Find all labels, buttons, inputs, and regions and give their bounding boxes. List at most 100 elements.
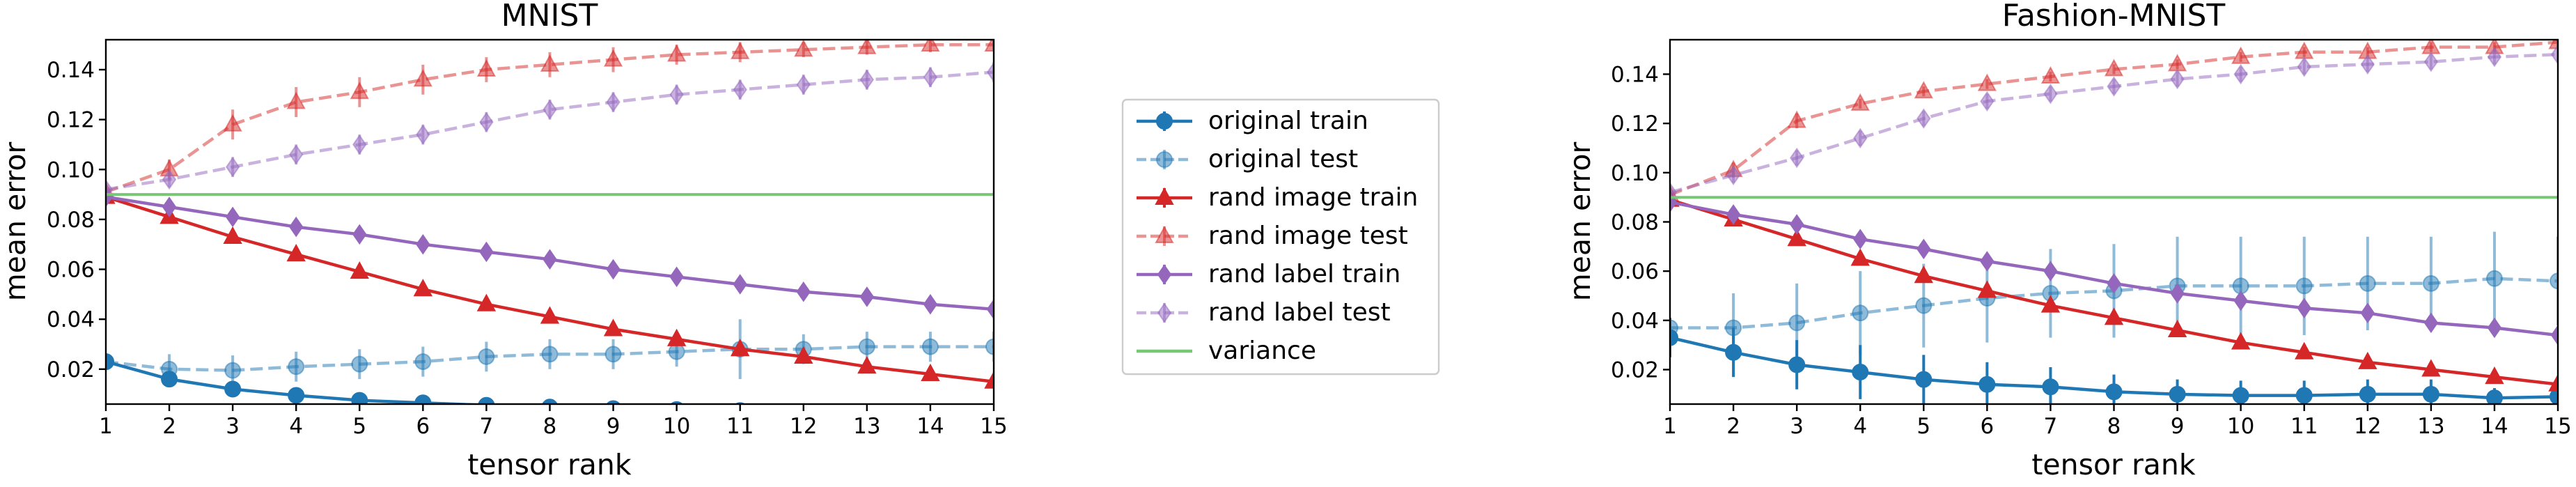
data-point-diamond [479, 241, 494, 263]
data-point-diamond [986, 61, 994, 83]
panel-title: MNIST [501, 0, 598, 33]
data-point-diamond [1157, 264, 1172, 285]
data-point-triangle [2231, 332, 2251, 350]
data-point-triangle [476, 59, 497, 77]
series-line [106, 360, 498, 404]
x-tick-label: 11 [726, 414, 754, 439]
x-tick-label: 3 [1790, 414, 1804, 439]
data-point-circle [1852, 364, 1869, 381]
data-point-circle [1725, 319, 1742, 337]
data-point-diamond [1980, 251, 1995, 272]
data-point-diamond [733, 79, 747, 100]
data-point-circle [351, 392, 368, 404]
data-point-triangle [921, 363, 940, 382]
data-point-circle [2042, 378, 2059, 396]
data-point-diamond [2107, 273, 2121, 294]
data-point-triangle [603, 318, 623, 337]
data-point-circle [2422, 385, 2440, 403]
data-point-diamond [1726, 204, 1741, 225]
data-point-diamond [1726, 164, 1741, 186]
data-point-diamond [542, 99, 557, 121]
data-point-circle [2359, 275, 2376, 292]
data-point-circle [478, 348, 495, 365]
x-tick-label: 8 [2107, 414, 2121, 439]
data-point-triangle [731, 41, 750, 59]
data-point-triangle [223, 226, 242, 244]
data-point-triangle [857, 356, 877, 374]
data-point-triangle [794, 346, 813, 364]
data-point-diamond [352, 134, 367, 155]
data-point-diamond [669, 266, 684, 288]
data-point-circle [1670, 319, 1678, 337]
y-tick-label: 0.14 [1611, 62, 1659, 87]
x-tick-label: 2 [1726, 414, 1740, 439]
plot-area [1670, 40, 2558, 404]
data-point-circle [604, 346, 622, 363]
data-point-diamond [2360, 302, 2375, 324]
data-point-triangle [2485, 366, 2504, 385]
data-point-diamond [859, 286, 875, 307]
data-point-triangle [540, 306, 560, 324]
x-tick-label: 7 [480, 414, 494, 439]
data-point-triangle [2548, 40, 2558, 49]
data-point-triangle [476, 293, 497, 311]
data-point-diamond [2360, 54, 2375, 75]
data-point-diamond [225, 156, 240, 178]
series-original-test [106, 319, 994, 386]
data-point-triangle [1787, 229, 1806, 247]
data-point-diamond [859, 69, 875, 91]
data-point-circle [414, 394, 432, 404]
data-point-circle [2232, 387, 2249, 404]
data-point-circle [985, 338, 994, 355]
data-point-diamond [1917, 238, 1931, 260]
series-line [1670, 40, 2558, 196]
data-point-triangle [2040, 295, 2061, 313]
data-point-diamond [669, 84, 684, 105]
series-rand-label-test [1670, 44, 2558, 203]
data-point-diamond [352, 224, 367, 245]
data-point-triangle [731, 339, 750, 357]
data-point-circle [2105, 383, 2123, 401]
data-point-circle [1156, 151, 1173, 168]
x-tick-label: 5 [1917, 414, 1930, 439]
data-point-triangle [413, 279, 433, 297]
data-point-triangle [2295, 341, 2314, 360]
data-point-diamond [1980, 91, 1995, 112]
data-point-circle [1852, 304, 1869, 322]
data-point-diamond [2423, 312, 2439, 334]
data-point-triangle [2104, 59, 2124, 77]
data-point-triangle [666, 44, 687, 62]
legend-swatch [1137, 225, 1192, 246]
legend-entry: rand label test [1137, 298, 1391, 327]
data-point-circle [106, 353, 114, 371]
data-point-triangle [2548, 373, 2558, 392]
y-tick-label: 0.12 [47, 108, 95, 133]
x-tick-label: 10 [2227, 414, 2254, 439]
data-point-diamond [225, 206, 240, 228]
data-point-circle [1915, 297, 1933, 314]
data-point-diamond [1789, 147, 1804, 169]
legend-entry: original train [1137, 107, 1368, 135]
data-point-triangle [984, 40, 994, 52]
x-tick-label: 8 [543, 414, 557, 439]
data-point-diamond [2170, 283, 2185, 304]
y-tick-label: 0.06 [47, 258, 95, 283]
data-point-triangle [1787, 110, 1806, 128]
data-point-circle [414, 353, 432, 371]
data-point-triangle [857, 40, 877, 54]
x-tick-label: 6 [416, 414, 430, 439]
data-point-diamond [2043, 261, 2058, 281]
x-tick-label: 12 [790, 414, 817, 439]
y-tick-label: 0.06 [1611, 259, 1659, 284]
y-axis-label: mean error [1563, 142, 1597, 302]
series-rand-image-train [1670, 189, 2558, 392]
y-axis-label: mean error [0, 142, 32, 302]
data-point-triangle [1850, 93, 1870, 111]
legend-label: original train [1208, 107, 1368, 135]
x-tick-label: 3 [226, 414, 240, 439]
data-point-triangle [1977, 280, 1997, 298]
data-point-triangle [2167, 319, 2187, 337]
legend-entry: rand image test [1137, 222, 1408, 250]
